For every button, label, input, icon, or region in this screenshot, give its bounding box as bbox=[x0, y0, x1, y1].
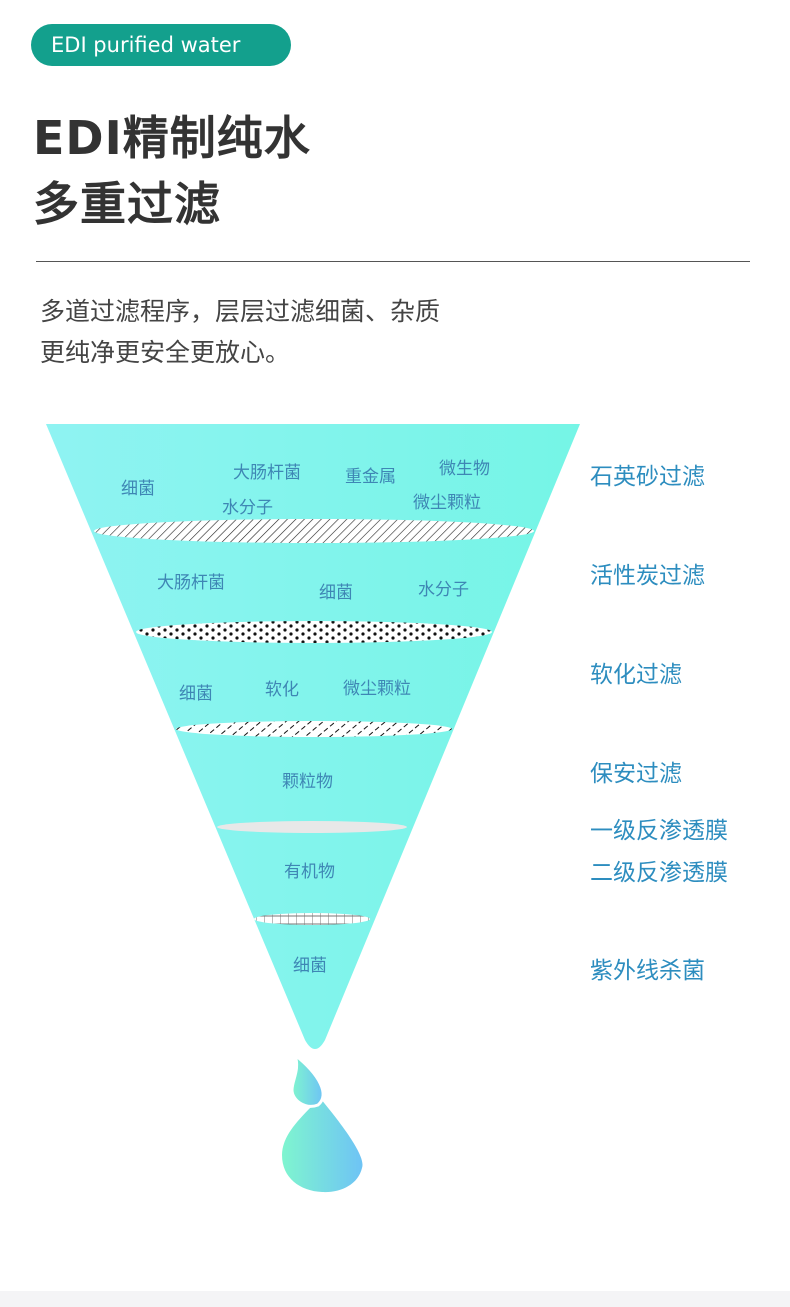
divider bbox=[36, 261, 750, 262]
contaminant-label: 微生物 bbox=[439, 459, 490, 479]
filter-layer-security bbox=[217, 821, 407, 833]
stage-label: 一级反渗透膜 bbox=[590, 818, 728, 844]
contaminant-label: 重金属 bbox=[345, 467, 396, 487]
stage-label: 二级反渗透膜 bbox=[590, 860, 728, 886]
contaminant-label: 微尘颗粒 bbox=[413, 493, 481, 513]
stage-label: 活性炭过滤 bbox=[590, 563, 705, 589]
stage-label: 软化过滤 bbox=[590, 662, 682, 688]
description-line2: 更纯净更安全更放心。 bbox=[40, 338, 291, 367]
contaminant-label: 大肠杆菌 bbox=[157, 573, 225, 593]
page-title-line1: EDI精制纯水 bbox=[33, 111, 311, 165]
contaminant-label: 细菌 bbox=[293, 956, 327, 976]
filter-layer-carbon bbox=[136, 621, 492, 643]
filter-layer-softening bbox=[176, 721, 452, 737]
category-badge: EDI purified water bbox=[31, 24, 291, 66]
stage-label: 石英砂过滤 bbox=[590, 464, 705, 490]
contaminant-label: 大肠杆菌 bbox=[233, 463, 301, 483]
contaminant-label: 细菌 bbox=[179, 684, 213, 704]
filter-layer-ro bbox=[254, 913, 370, 925]
stage-label: 紫外线杀菌 bbox=[590, 958, 705, 984]
filter-layer-quartz bbox=[94, 519, 534, 543]
water-drop-icon bbox=[282, 1050, 363, 1193]
contaminant-label: 水分子 bbox=[222, 498, 273, 518]
footer-strip bbox=[0, 1291, 790, 1307]
description-line1: 多道过滤程序，层层过滤细菌、杂质 bbox=[40, 297, 441, 326]
page-title-line2: 多重过滤 bbox=[33, 177, 221, 231]
stage-label: 保安过滤 bbox=[590, 761, 682, 787]
contaminant-label: 细菌 bbox=[319, 583, 353, 603]
contaminant-label: 微尘颗粒 bbox=[343, 679, 411, 699]
contaminant-label: 软化 bbox=[265, 680, 299, 700]
contaminant-label: 水分子 bbox=[418, 580, 469, 600]
contaminant-label: 有机物 bbox=[284, 862, 335, 882]
contaminant-label: 颗粒物 bbox=[282, 772, 333, 792]
contaminant-label: 细菌 bbox=[121, 479, 155, 499]
